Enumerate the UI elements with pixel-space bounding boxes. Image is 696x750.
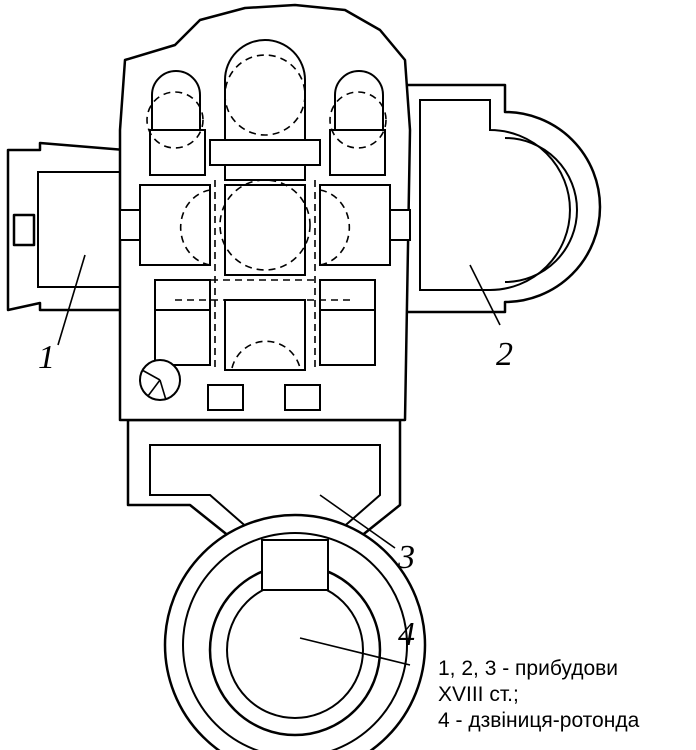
annex-1-room [37,171,129,288]
rotunda-room [226,581,364,719]
annex-2-room [419,99,571,291]
legend-line-1: 1, 2, 3 - прибудови [438,657,619,680]
left-apse [151,70,201,131]
right-apse [334,70,384,131]
legend-line-3: 4 - дзвіниця-ротонда [438,709,640,732]
bays [119,129,411,411]
vault-dashes [146,54,387,370]
spiral-staircase [139,359,181,401]
label-2: 2 [496,336,513,373]
annex-1-niche [12,213,36,247]
legend-line-2: XVIII ст.; [438,683,519,706]
leader-2 [469,264,501,326]
label-3: 3 [397,539,415,576]
label-1: 1 [38,339,55,376]
rotunda-passage [261,539,329,591]
label-4: 4 [398,616,415,653]
leader-4 [299,637,411,666]
legend: 1, 2, 3 - прибудови XVIII ст.; 4 - дзвін… [438,656,639,734]
leader-1 [57,254,86,346]
annex-2-apse [504,137,578,283]
leader-3 [319,494,396,549]
